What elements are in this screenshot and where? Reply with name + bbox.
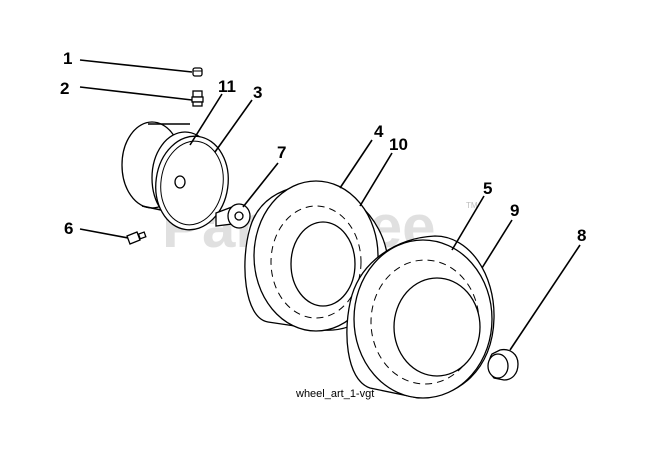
leader-8 <box>509 244 581 351</box>
leader-7 <box>242 162 279 208</box>
part-tire-rear[interactable] <box>346 235 495 399</box>
callout-6[interactable]: 6 <box>64 219 73 238</box>
callout-8[interactable]: 8 <box>577 226 586 245</box>
part-bolt[interactable] <box>126 231 147 245</box>
callout-5[interactable]: 5 <box>483 179 492 198</box>
watermark-trademark: TM <box>466 201 478 210</box>
leader-lines <box>79 59 581 351</box>
leader-1 <box>79 59 193 73</box>
part-valve-stem[interactable] <box>191 90 204 107</box>
leader-4 <box>339 139 373 189</box>
leader-5 <box>451 195 485 251</box>
callout-7[interactable]: 7 <box>277 143 286 162</box>
callout-2[interactable]: 2 <box>60 79 69 98</box>
leader-10 <box>359 152 393 207</box>
leader-2 <box>79 86 193 101</box>
callout-1[interactable]: 1 <box>63 49 72 68</box>
callout-11[interactable]: 11 <box>218 77 236 96</box>
leader-3 <box>214 99 253 153</box>
callout-4[interactable]: 4 <box>374 122 384 141</box>
callout-10[interactable]: 10 <box>389 135 408 154</box>
leader-6 <box>79 228 129 239</box>
leader-9 <box>481 219 513 269</box>
part-bushing[interactable] <box>215 203 251 229</box>
diagram-caption: wheel_art_1-vgt <box>295 388 374 400</box>
callout-3[interactable]: 3 <box>253 83 262 102</box>
part-cap[interactable] <box>192 67 203 77</box>
leader-11 <box>189 93 223 146</box>
callout-9[interactable]: 9 <box>510 201 519 220</box>
part-rim[interactable] <box>121 121 234 235</box>
part-hub-cap[interactable] <box>487 348 519 381</box>
